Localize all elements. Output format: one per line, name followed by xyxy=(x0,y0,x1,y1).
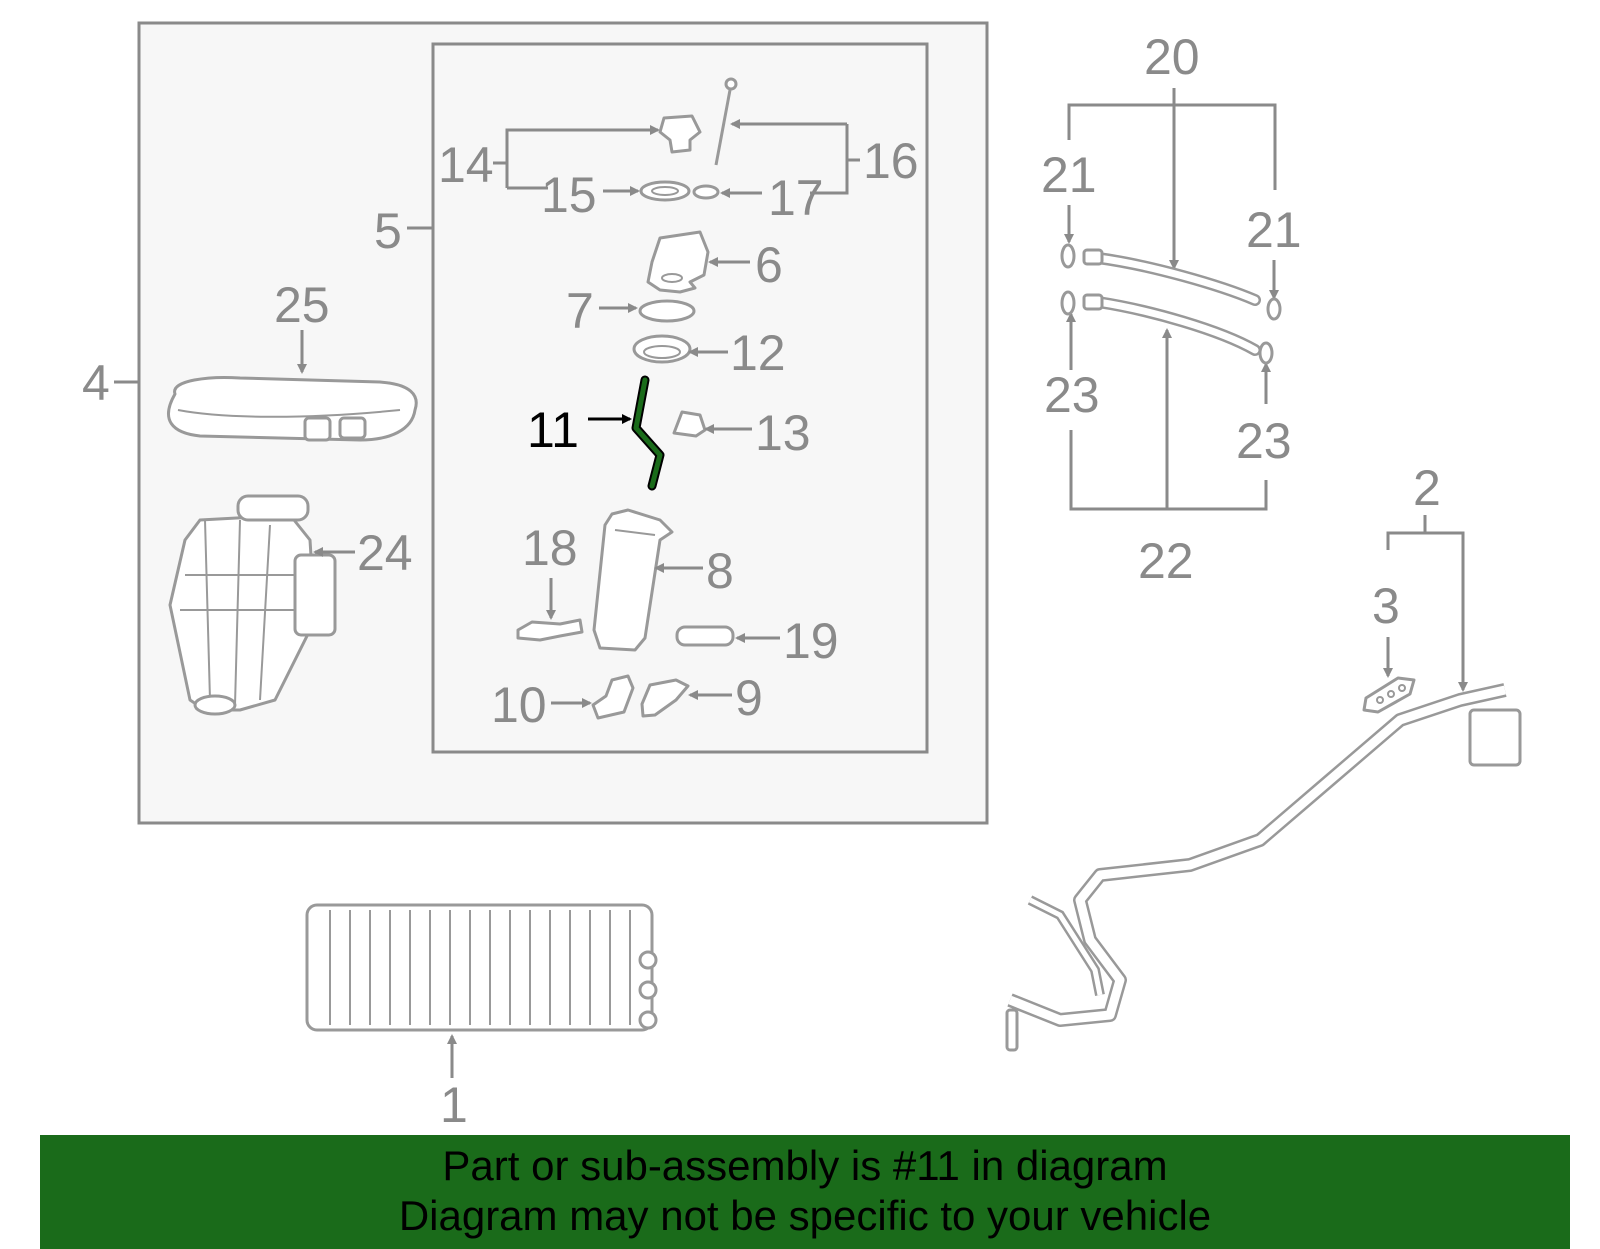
label-22: 22 xyxy=(1138,533,1194,589)
part-16-dipstick[interactable] xyxy=(714,77,738,166)
part-18-clip[interactable] xyxy=(516,618,584,642)
label-19: 19 xyxy=(783,613,839,669)
part-6-housing[interactable] xyxy=(646,230,710,294)
label-17: 17 xyxy=(768,170,824,226)
label-4: 4 xyxy=(82,355,110,411)
part-11-tube[interactable] xyxy=(631,375,665,491)
label-20: 20 xyxy=(1144,29,1200,85)
part-10-bracket[interactable] xyxy=(591,674,635,720)
part-7-gasket[interactable] xyxy=(638,299,696,323)
part-9-bracket[interactable] xyxy=(640,678,690,718)
part-20-hose[interactable] xyxy=(1082,248,1261,306)
part-19-sleeve[interactable] xyxy=(675,625,735,647)
footer-line-1: Part or sub-assembly is #11 in diagram xyxy=(442,1142,1168,1189)
label-18: 18 xyxy=(522,520,578,576)
footer-line-2: Diagram may not be specific to your vehi… xyxy=(398,1192,1212,1239)
label-5: 5 xyxy=(374,203,402,259)
part-24-reservoir[interactable] xyxy=(168,494,337,716)
label-23-right: 23 xyxy=(1236,413,1292,469)
part-3-gasket[interactable] xyxy=(1362,676,1416,714)
part-17-oring[interactable] xyxy=(692,184,720,200)
label-16: 16 xyxy=(863,133,919,189)
part-13-fitting[interactable] xyxy=(672,410,707,438)
part-1-cooler[interactable] xyxy=(305,903,658,1032)
label-10: 10 xyxy=(491,677,547,733)
part-21-orings[interactable] xyxy=(1060,243,1282,321)
label-15: 15 xyxy=(541,167,597,223)
part-8-filter[interactable] xyxy=(592,508,674,652)
label-1: 1 xyxy=(440,1077,468,1133)
label-12: 12 xyxy=(730,325,786,381)
label-7: 7 xyxy=(566,283,594,339)
label-13: 13 xyxy=(755,405,811,461)
label-8: 8 xyxy=(706,543,734,599)
label-24: 24 xyxy=(357,525,413,581)
label-21-left: 21 xyxy=(1041,147,1097,203)
part-12-seal[interactable] xyxy=(632,334,692,364)
label-14: 14 xyxy=(438,137,494,193)
label-23-left: 23 xyxy=(1044,367,1100,423)
label-3: 3 xyxy=(1372,578,1400,634)
label-2: 2 xyxy=(1413,460,1441,516)
label-9: 9 xyxy=(735,670,763,726)
part-25-strap[interactable] xyxy=(167,376,418,442)
part-22-hose[interactable] xyxy=(1082,293,1261,356)
part-14-cap[interactable] xyxy=(658,114,702,154)
label-6: 6 xyxy=(755,237,783,293)
footer-banner: Part or sub-assembly is #11 in diagram D… xyxy=(40,1135,1570,1249)
part-15-seal[interactable] xyxy=(639,180,691,202)
part-2-cooler-lines[interactable] xyxy=(1005,683,1522,1052)
part-23-orings[interactable] xyxy=(1060,290,1274,365)
label-21-right: 21 xyxy=(1246,202,1302,258)
label-11: 11 xyxy=(527,402,579,458)
label-25: 25 xyxy=(274,277,330,333)
